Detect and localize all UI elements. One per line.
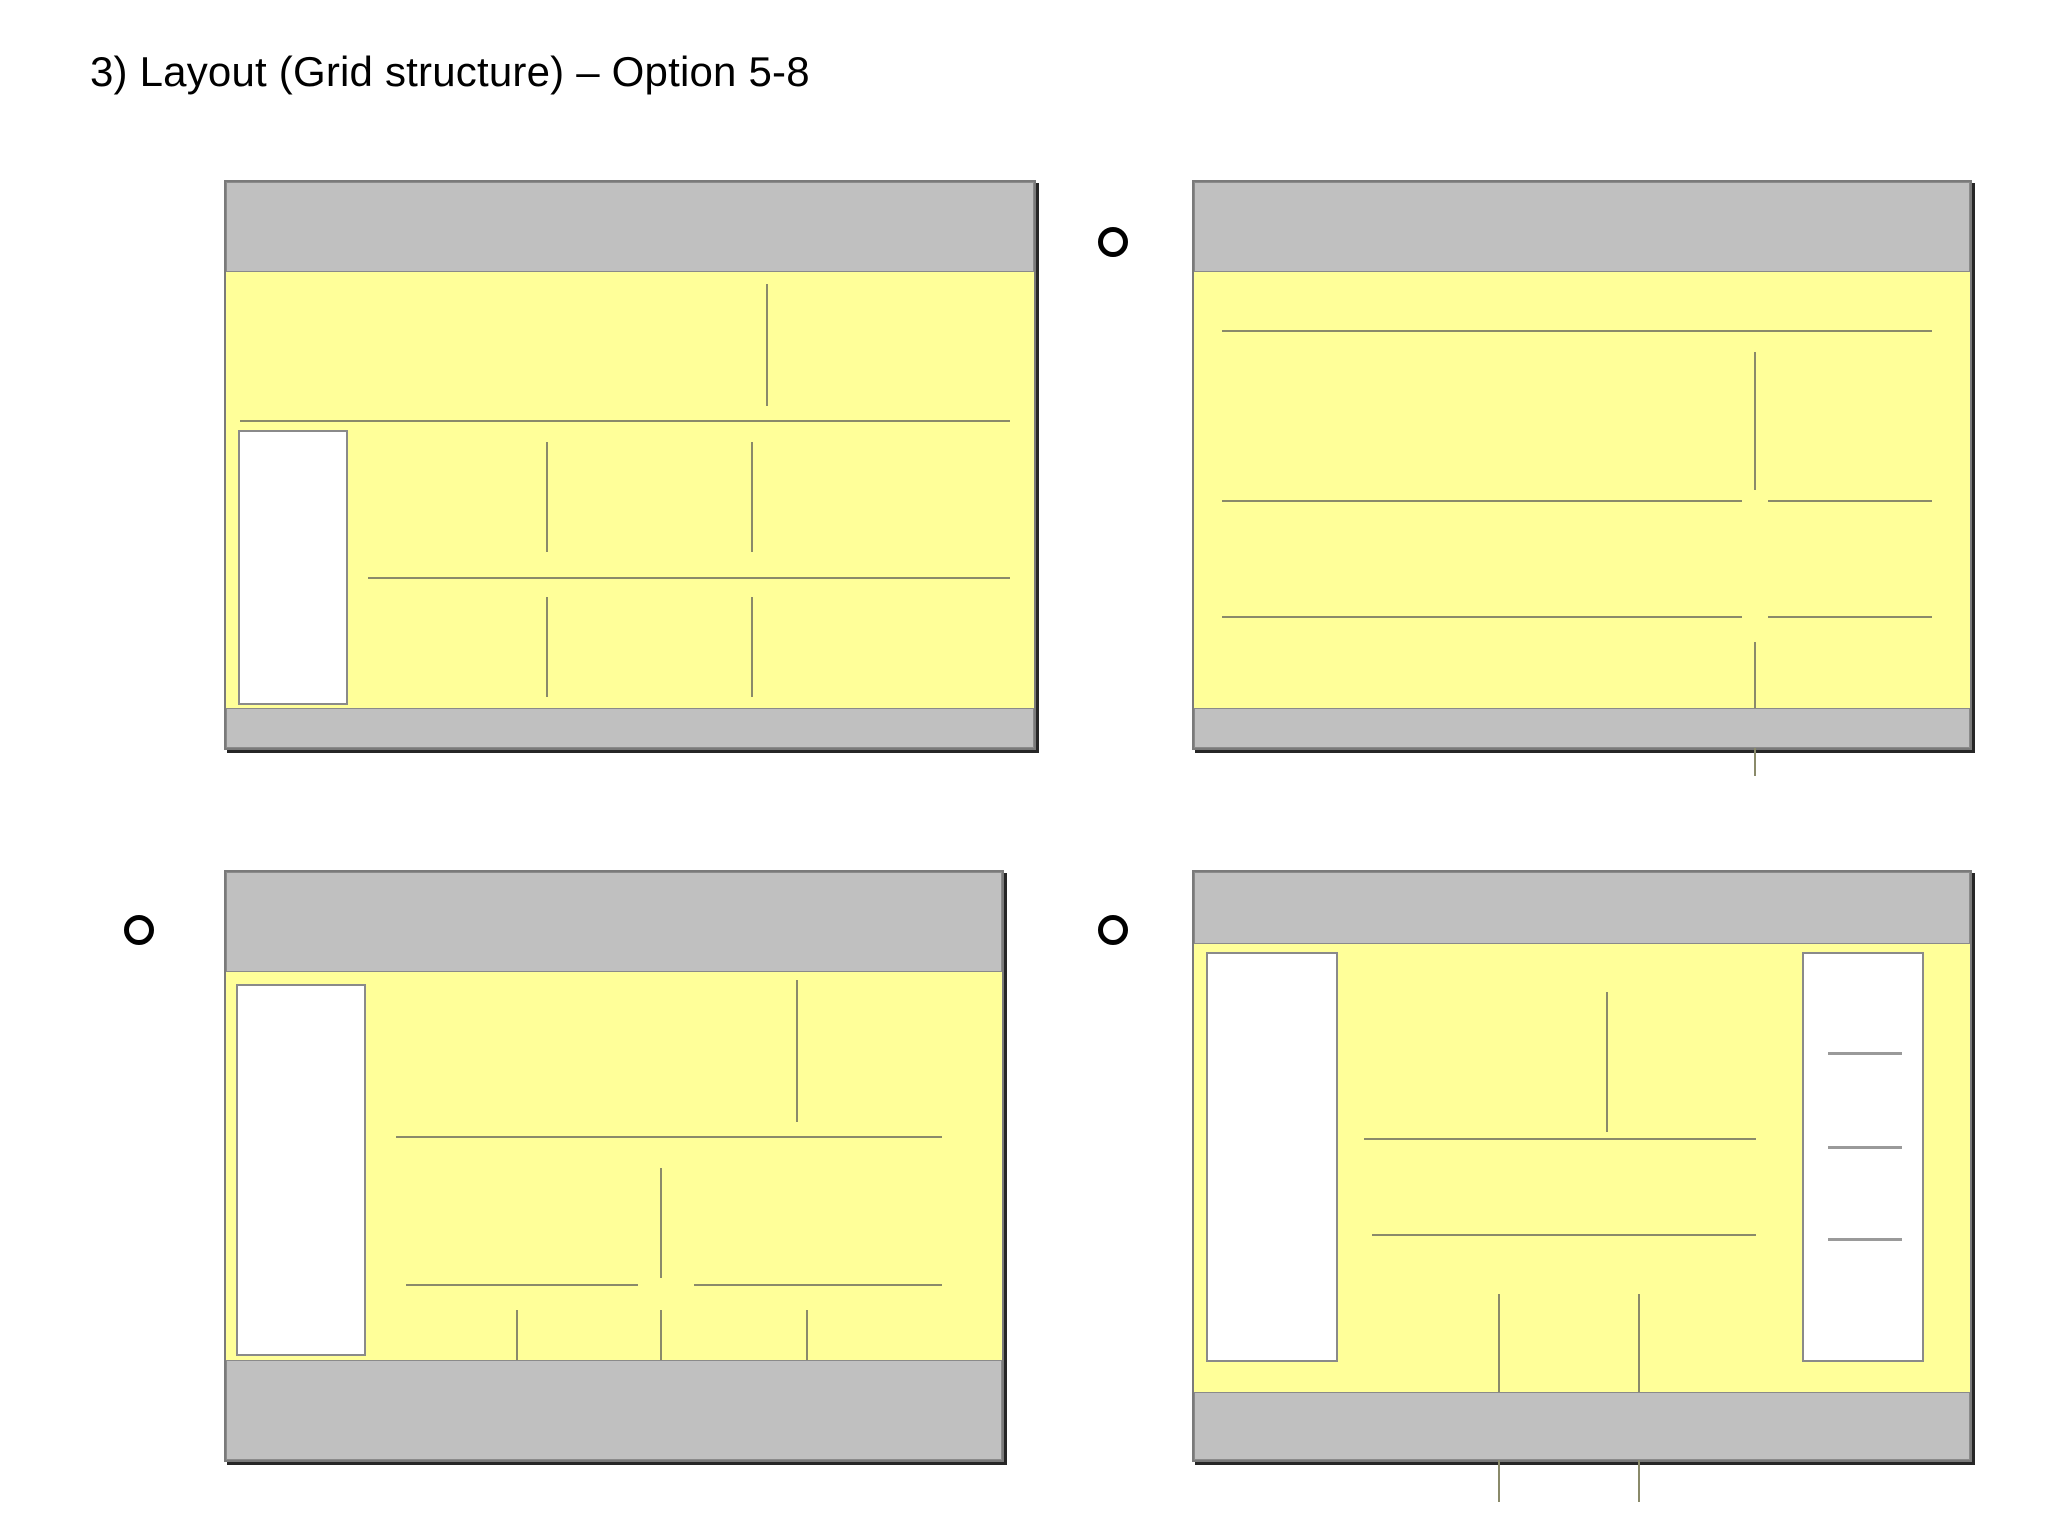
option-8-right-panel-rule-2 xyxy=(1828,1146,1902,1149)
option-5-hrule-2 xyxy=(368,577,1010,579)
option-7-left-panel[interactable] xyxy=(236,984,366,1356)
option-6-hrule-5 xyxy=(1768,616,1932,618)
option-5-vrule-1 xyxy=(766,284,768,406)
option-7-hrule-1 xyxy=(396,1136,942,1138)
option-8-hrule-2 xyxy=(1372,1234,1756,1236)
option-6-header-band xyxy=(1194,182,1970,272)
option-6-hrule-1 xyxy=(1222,330,1932,332)
option-6-hrule-3 xyxy=(1768,500,1932,502)
option-5-left-panel[interactable] xyxy=(238,430,348,705)
option-8-vrule-1 xyxy=(1606,992,1608,1132)
option-8-right-panel[interactable] xyxy=(1802,952,1924,1362)
option-8-right-panel-rule-1 xyxy=(1828,1052,1902,1055)
option-5-header-band xyxy=(226,182,1034,272)
option-7-header-band xyxy=(226,872,1002,972)
page-title: 3) Layout (Grid structure) – Option 5-8 xyxy=(90,48,810,95)
option-5-wireframe[interactable] xyxy=(224,180,1036,750)
option-7-vrule-1 xyxy=(796,980,798,1122)
option-5-hrule-1 xyxy=(240,420,1010,422)
option-5-canvas xyxy=(226,272,1034,712)
option-7-vrule-2 xyxy=(660,1168,662,1278)
option-6-radio-icon[interactable] xyxy=(1098,227,1128,257)
option-8-right-panel-rule-3 xyxy=(1828,1238,1902,1241)
option-6-hrule-2 xyxy=(1222,500,1742,502)
option-7-radio-icon[interactable] xyxy=(124,915,154,945)
option-6-wireframe[interactable] xyxy=(1192,180,1972,776)
option-5-footer-band xyxy=(226,708,1034,748)
option-7-wireframe[interactable] xyxy=(224,870,1004,1462)
option-5-vrule-2 xyxy=(546,442,548,552)
option-7-canvas xyxy=(226,972,1002,1456)
option-8-header-band xyxy=(1194,872,1970,944)
option-5-vrule-3 xyxy=(751,442,753,552)
option-8-canvas xyxy=(1194,944,1970,1502)
option-6-footer-band xyxy=(1194,708,1970,748)
option-7-footer-band xyxy=(226,1360,1002,1460)
option-6-canvas xyxy=(1194,272,1970,776)
option-8-left-panel[interactable] xyxy=(1206,952,1338,1362)
option-6-hrule-4 xyxy=(1222,616,1742,618)
option-8-wireframe[interactable] xyxy=(1192,870,1972,1502)
option-5-vrule-4 xyxy=(546,597,548,697)
option-8-hrule-1 xyxy=(1364,1138,1756,1140)
option-5-vrule-5 xyxy=(751,597,753,697)
option-8-footer-band xyxy=(1194,1392,1970,1460)
option-7-hrule-3 xyxy=(694,1284,942,1286)
option-6-vrule-1 xyxy=(1754,352,1756,490)
option-8-radio-icon[interactable] xyxy=(1098,915,1128,945)
option-7-hrule-2 xyxy=(406,1284,638,1286)
